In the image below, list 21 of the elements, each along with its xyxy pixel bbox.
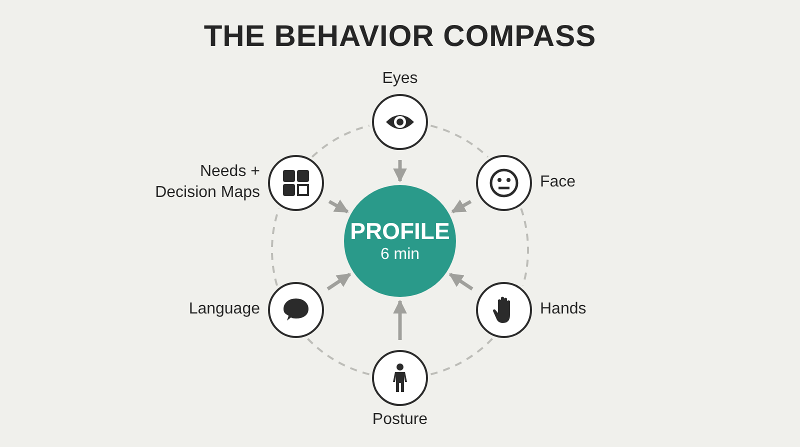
dashed-arc: [430, 124, 488, 158]
dashed-arc: [312, 124, 370, 158]
title: THE BEHAVIOR COMPASS: [204, 20, 596, 54]
arrow: [448, 272, 474, 290]
dashed-arc: [307, 338, 370, 376]
arrow: [326, 272, 352, 290]
arrow: [328, 200, 349, 214]
dashed-arc: [520, 208, 529, 286]
node-label: Eyes: [382, 69, 418, 90]
node-label: Face: [540, 172, 576, 193]
node-label: Posture: [372, 410, 428, 430]
arrow: [393, 160, 407, 182]
profile-title: PROFILE: [350, 218, 450, 246]
dashed-arc: [430, 338, 493, 376]
node-label: Language: [188, 300, 260, 320]
arrow: [451, 200, 472, 214]
arrow: [393, 300, 407, 340]
dashed-arc: [271, 208, 280, 286]
node-label: Hands: [540, 300, 586, 320]
node-label: Needs + Decision Maps: [154, 162, 260, 203]
duration-text: 6 min: [380, 245, 420, 264]
